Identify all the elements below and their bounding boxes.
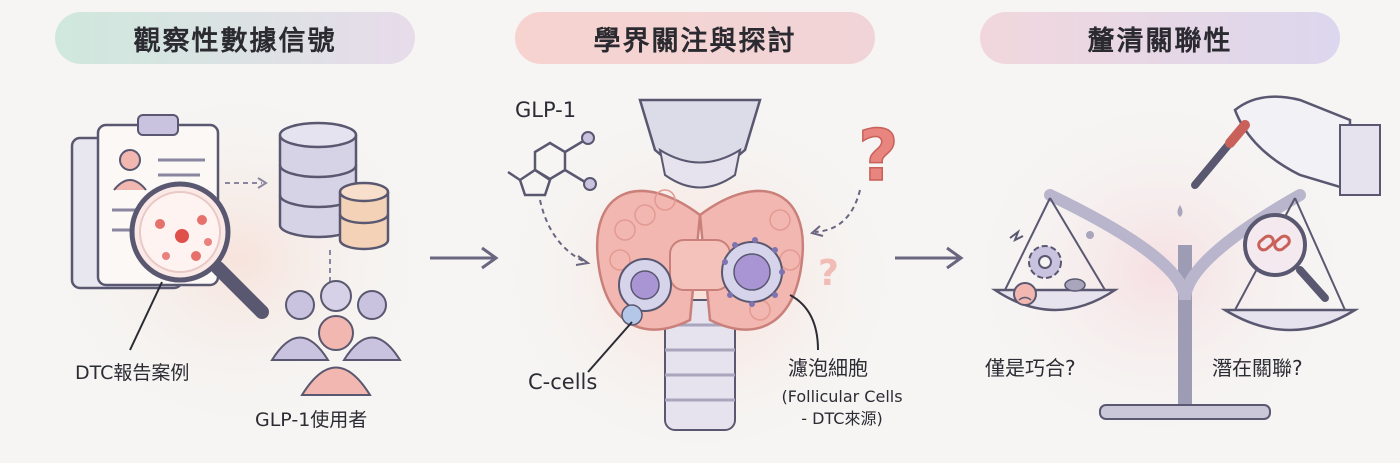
balance-scale-icon [990,189,1360,420]
label-follicular-en: (Follicular Cells [781,387,903,406]
flow-arrow-1 [430,246,499,270]
svg-text:?: ? [858,115,899,197]
label-dtc-reports: DTC報告案例 [75,362,190,384]
label-coincidence: 僅是巧合? [985,356,1076,380]
panel-title-clarify: 釐清關聯性 [980,12,1340,64]
molecule-icon [507,131,597,197]
question-mark-icon: ? ? [818,114,899,294]
dropper-hand-icon [1177,95,1381,217]
gear-icon [1028,245,1062,279]
panel-title-research: 學界關注與探討 [515,12,875,64]
broken-link-magnifier-icon [1243,213,1329,302]
thyroid-illustration [595,98,805,431]
svg-text:?: ? [818,253,839,294]
database-icon [278,121,390,251]
panel-title-observation: 觀察性數據信號 [55,12,415,64]
sad-face-icon [1013,282,1037,306]
label-glp1-drug: GLP-1 [515,98,577,122]
flow-arrow-2 [895,246,964,270]
label-follicular-cells: 濾泡細胞 [788,356,868,380]
label-association: 潛在關聯? [1212,356,1303,380]
magnifier-icon [129,181,269,319]
label-follicular-source: - DTC來源) [801,409,883,428]
label-c-cells: C-cells [528,370,598,394]
label-glp1-users: GLP-1使用者 [255,409,368,431]
user-group-icon [270,280,402,396]
